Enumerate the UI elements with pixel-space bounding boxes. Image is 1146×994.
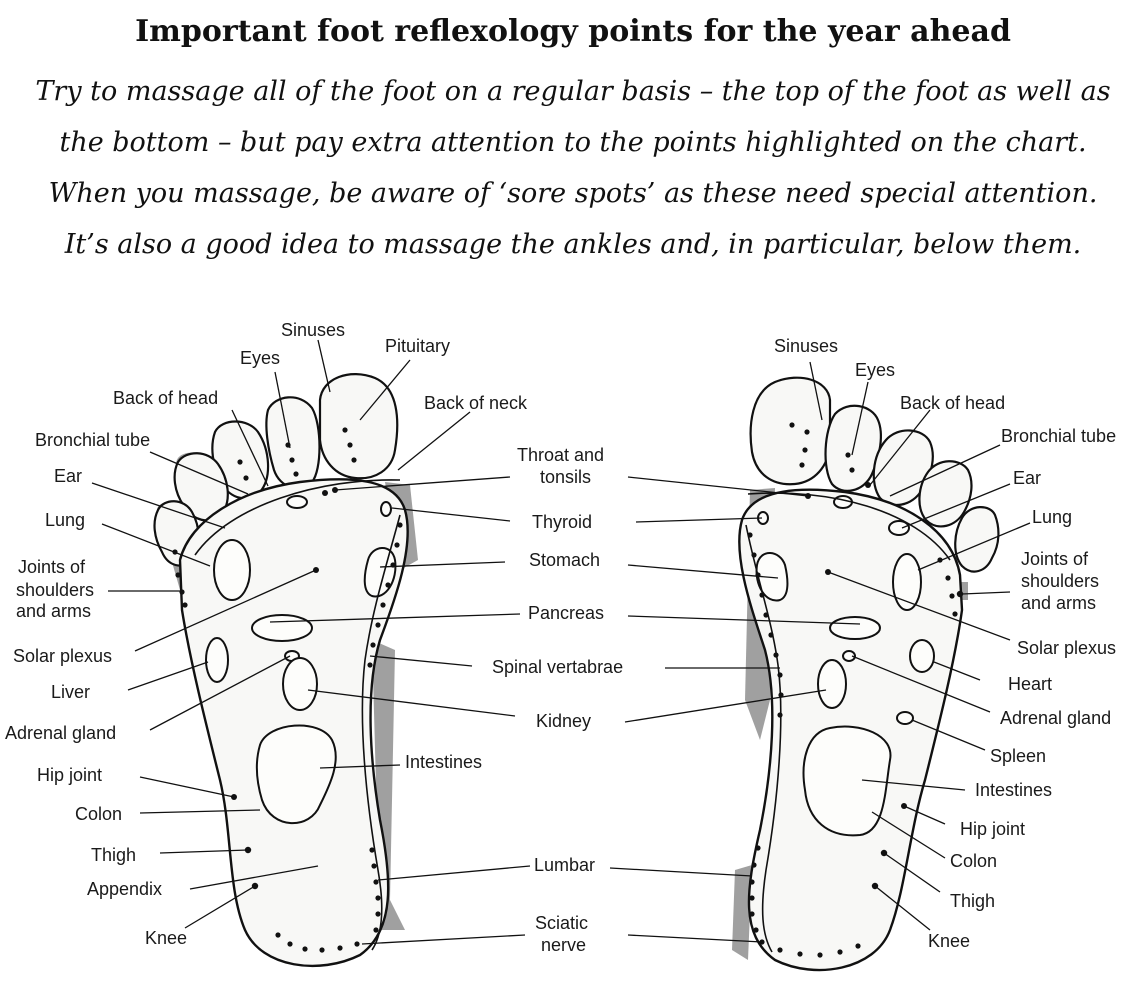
intro-text: Try to massage all of the foot on a regu… bbox=[0, 66, 1146, 270]
left-label-back-of-head: Back of head bbox=[113, 388, 218, 408]
left-foot: Sinuses Pituitary Eyes Back of head Back… bbox=[5, 320, 528, 968]
right-label-heart: Heart bbox=[1008, 674, 1052, 694]
left-label-knee: Knee bbox=[145, 928, 187, 948]
label-lumbar: Lumbar bbox=[534, 855, 595, 875]
label-spinal-vertabrae: Spinal vertabrae bbox=[492, 657, 623, 677]
left-label-joints-2: shoulders bbox=[16, 580, 94, 600]
right-label-solar-plexus: Solar plexus bbox=[1017, 638, 1116, 658]
label-intestines: Intestines bbox=[405, 752, 482, 772]
left-kidney-zone bbox=[282, 657, 318, 711]
right-leader-lines bbox=[809, 361, 1031, 931]
left-label-sinuses: Sinuses bbox=[281, 320, 345, 340]
right-label-colon: Colon bbox=[950, 851, 997, 871]
intro-line-1: Try to massage all of the foot on a regu… bbox=[35, 76, 1111, 107]
right-kidney-zone bbox=[817, 659, 847, 709]
right-reflex-dots bbox=[747, 422, 964, 958]
right-label-thigh: Thigh bbox=[950, 891, 995, 911]
right-label-ear: Ear bbox=[1013, 468, 1041, 488]
label-thyroid: Thyroid bbox=[532, 512, 592, 532]
left-label-solar-plexus: Solar plexus bbox=[13, 646, 112, 666]
right-ear-zone bbox=[888, 520, 910, 536]
left-label-thigh: Thigh bbox=[91, 845, 136, 865]
right-spleen-zone bbox=[896, 711, 914, 725]
left-label-bronchial-tube: Bronchial tube bbox=[35, 430, 150, 450]
intro-line-2: the bottom – but pay extra attention to … bbox=[59, 127, 1087, 158]
intro-line-4: It’s also a good idea to massage the ank… bbox=[64, 229, 1082, 260]
right-heart-zone bbox=[909, 639, 935, 673]
right-label-sinuses: Sinuses bbox=[774, 336, 838, 356]
intro-line-3: When you massage, be aware of ‘sore spot… bbox=[48, 178, 1098, 209]
left-sole bbox=[178, 478, 409, 968]
right-big-toe bbox=[749, 376, 832, 486]
right-lung-zone bbox=[892, 553, 922, 611]
left-lung-zone bbox=[213, 539, 251, 601]
left-label-appendix: Appendix bbox=[87, 879, 162, 899]
left-label-eyes: Eyes bbox=[240, 348, 280, 368]
right-toe-4 bbox=[918, 460, 973, 528]
left-intestines-zone bbox=[255, 724, 337, 825]
right-toe-5 bbox=[954, 506, 1000, 573]
left-liver-zone bbox=[205, 637, 229, 683]
left-big-toe bbox=[318, 373, 399, 480]
right-label-spleen: Spleen bbox=[990, 746, 1046, 766]
label-throat-1: Throat and bbox=[517, 445, 604, 465]
label-sciatic-1: Sciatic bbox=[535, 913, 588, 933]
right-label-joints-3: and arms bbox=[1021, 593, 1096, 613]
right-label-lung: Lung bbox=[1032, 507, 1072, 527]
right-adrenal-zone bbox=[842, 650, 856, 662]
left-label-lung: Lung bbox=[45, 510, 85, 530]
right-label-intestines: Intestines bbox=[975, 780, 1052, 800]
left-label-joints-1: Joints of bbox=[18, 557, 86, 577]
right-pancreas-zone bbox=[829, 616, 881, 640]
left-toe-2 bbox=[265, 396, 321, 490]
label-stomach: Stomach bbox=[529, 550, 600, 570]
right-label-hip-joint: Hip joint bbox=[960, 819, 1025, 839]
left-label-adrenal-gland: Adrenal gland bbox=[5, 723, 116, 743]
right-label-joints-2: shoulders bbox=[1021, 571, 1099, 591]
label-sciatic-2: nerve bbox=[541, 935, 586, 955]
left-label-joints-3: and arms bbox=[16, 601, 91, 621]
right-label-adrenal-gland: Adrenal gland bbox=[1000, 708, 1111, 728]
left-label-hip-joint: Hip joint bbox=[37, 765, 102, 785]
left-thyroid-zone bbox=[380, 501, 392, 517]
right-foot: Sinuses Eyes Back of head Bronchial tube… bbox=[732, 336, 1116, 972]
center-labels: Throat and tonsils Thyroid Stomach Pancr… bbox=[269, 445, 861, 955]
right-label-back-of-head: Back of head bbox=[900, 393, 1005, 413]
right-intestines-zone bbox=[802, 725, 892, 837]
left-pancreas-zone bbox=[251, 614, 313, 642]
label-throat-2: tonsils bbox=[540, 467, 591, 487]
left-label-colon: Colon bbox=[75, 804, 122, 824]
label-kidney: Kidney bbox=[536, 711, 591, 731]
page-title: Important foot reflexology points for th… bbox=[135, 14, 1011, 49]
label-pancreas: Pancreas bbox=[528, 603, 604, 623]
left-leader-lines bbox=[91, 339, 471, 929]
left-label-ear: Ear bbox=[54, 466, 82, 486]
right-label-joints-1: Joints of bbox=[1021, 549, 1089, 569]
left-throat-zone bbox=[286, 495, 308, 509]
left-label-liver: Liver bbox=[51, 682, 90, 702]
left-label-back-of-neck: Back of neck bbox=[424, 393, 528, 413]
left-label-pituitary: Pituitary bbox=[385, 336, 450, 356]
right-label-bronchial-tube: Bronchial tube bbox=[1001, 426, 1116, 446]
right-label-eyes: Eyes bbox=[855, 360, 895, 380]
right-label-knee: Knee bbox=[928, 931, 970, 951]
